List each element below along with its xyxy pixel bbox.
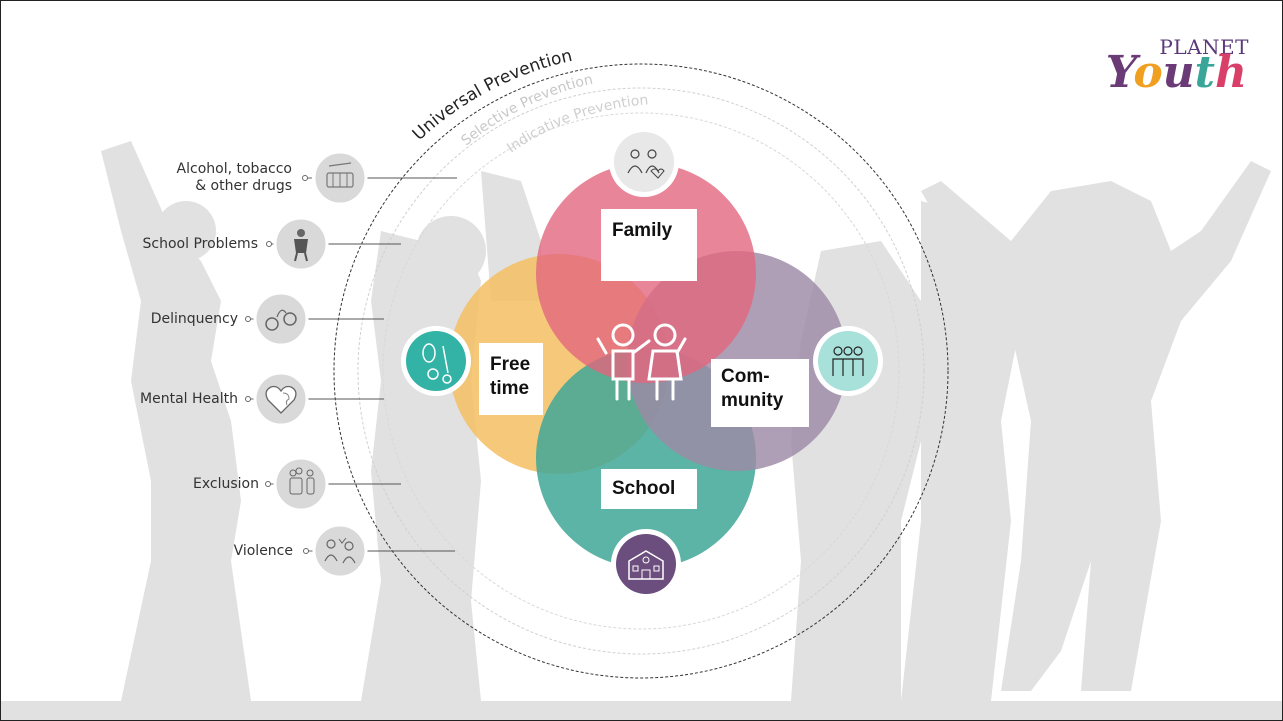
- school-label: School: [601, 469, 697, 509]
- handcuffs-icon: [253, 291, 309, 347]
- planet-youth-logo: PLANET Youth: [1106, 31, 1261, 111]
- silhouette-background: [1, 141, 1282, 720]
- brain-heart-icon: [253, 371, 309, 427]
- drugs-icon: [312, 150, 368, 206]
- free-time-label: Free time: [479, 343, 543, 415]
- universal-prevention-ring: [333, 63, 949, 679]
- logo-planet-text: PLANET: [1159, 35, 1249, 59]
- violence-icon: [312, 523, 368, 579]
- risk-connectors: [308, 177, 457, 552]
- risk-label-violence: Violence: [233, 543, 293, 559]
- family-label: Family: [601, 209, 697, 281]
- school-problems-icon: [273, 216, 329, 272]
- community-icon: [813, 326, 883, 396]
- community-label: Com- munity: [711, 359, 809, 427]
- risk-label-school-problems: School Problems: [142, 236, 258, 252]
- indicative-prevention-ring: [382, 112, 900, 630]
- family-icon: [609, 127, 679, 197]
- selective-prevention-ring: [357, 87, 925, 655]
- risk-label-delinquency: Delinquency: [150, 311, 238, 327]
- sports-icon: [401, 326, 471, 396]
- risk-label-exclusion: Exclusion: [193, 476, 259, 492]
- exclusion-icon: [273, 456, 329, 512]
- children-icon: [596, 323, 687, 401]
- school-building-icon: [611, 529, 681, 599]
- logo-youth-text: Youth: [1105, 47, 1247, 98]
- prevention-rings: [333, 63, 949, 679]
- risk-label-drugs: Alcohol, tobacco & other drugs: [176, 161, 292, 194]
- risk-label-mental-health: Mental Health: [140, 391, 238, 407]
